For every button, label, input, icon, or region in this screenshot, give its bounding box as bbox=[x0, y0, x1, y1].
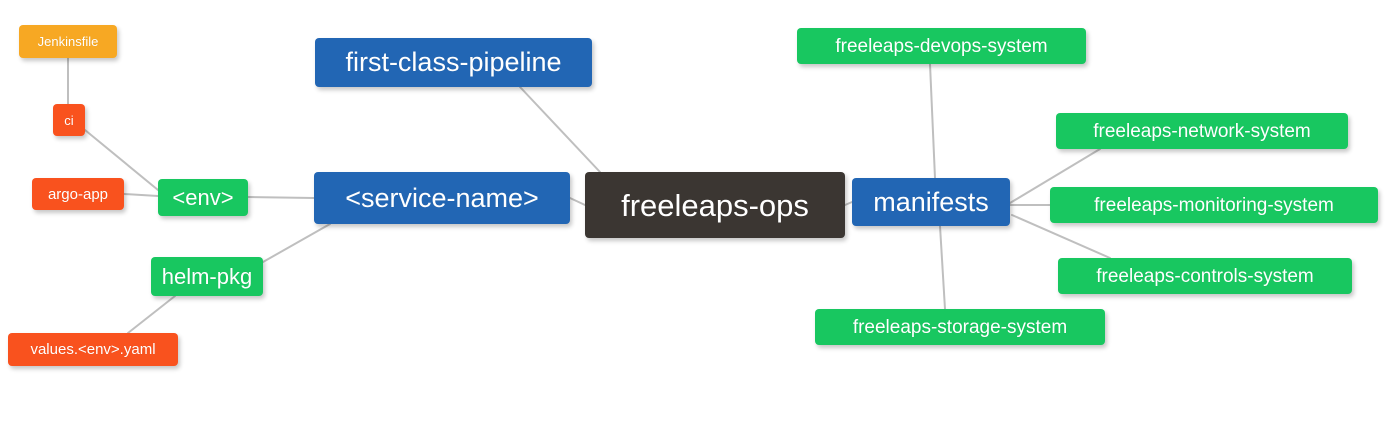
node-first-class-pipeline[interactable]: first-class-pipeline bbox=[315, 38, 592, 87]
node-values-env-yaml[interactable]: values.<env>.yaml bbox=[8, 333, 178, 366]
node-label-freeleaps-storage-system: freeleaps-storage-system bbox=[852, 316, 1068, 338]
node-label-service-name: <service-name> bbox=[345, 182, 539, 213]
edge-manifests-to-freeleaps-devops-system bbox=[929, 63, 936, 179]
node-freeleaps-monitoring-system[interactable]: freeleaps-monitoring-system bbox=[1050, 187, 1378, 223]
edge-root-to-service-name bbox=[569, 197, 586, 206]
node-argo-app[interactable]: argo-app bbox=[32, 178, 124, 210]
node-service-name[interactable]: <service-name> bbox=[314, 172, 570, 224]
node-label-argo-app: argo-app bbox=[47, 185, 109, 203]
node-ci[interactable]: ci bbox=[53, 104, 85, 136]
node-jenkinsfile[interactable]: Jenkinsfile bbox=[19, 25, 117, 58]
edge-helm-pkg-to-values-env-yaml bbox=[127, 295, 176, 334]
node-label-values-env-yaml: values.<env>.yaml bbox=[30, 341, 156, 358]
node-label-jenkinsfile: Jenkinsfile bbox=[37, 34, 99, 49]
edge-root-to-manifests bbox=[844, 201, 853, 206]
node-freeleaps-storage-system[interactable]: freeleaps-storage-system bbox=[815, 309, 1105, 345]
node-freeleaps-network-system[interactable]: freeleaps-network-system bbox=[1056, 113, 1348, 149]
node-helm-pkg[interactable]: helm-pkg bbox=[151, 257, 263, 296]
node-freeleaps-devops-system[interactable]: freeleaps-devops-system bbox=[797, 28, 1086, 64]
node-label-helm-pkg: helm-pkg bbox=[161, 263, 253, 289]
edge-service-name-to-env bbox=[247, 196, 315, 199]
node-label-freeleaps-controls-system: freeleaps-controls-system bbox=[1096, 265, 1314, 287]
node-env[interactable]: <env> bbox=[158, 179, 248, 216]
node-freeleaps-controls-system[interactable]: freeleaps-controls-system bbox=[1058, 258, 1352, 294]
node-label-freeleaps-monitoring-system: freeleaps-monitoring-system bbox=[1094, 194, 1334, 216]
node-label-ci: ci bbox=[64, 112, 74, 128]
node-label-env: <env> bbox=[172, 184, 234, 210]
edge-root-to-first-class-pipeline bbox=[519, 86, 601, 173]
node-label-root: freeleaps-ops bbox=[621, 187, 809, 223]
node-label-freeleaps-devops-system: freeleaps-devops-system bbox=[835, 35, 1048, 57]
node-label-first-class-pipeline: first-class-pipeline bbox=[345, 47, 562, 77]
node-manifests[interactable]: manifests bbox=[852, 178, 1010, 226]
edge-env-to-argo-app bbox=[123, 193, 159, 197]
node-label-freeleaps-network-system: freeleaps-network-system bbox=[1093, 120, 1311, 142]
node-root[interactable]: freeleaps-ops bbox=[585, 172, 845, 238]
node-label-manifests: manifests bbox=[873, 186, 989, 217]
edge-service-name-to-helm-pkg bbox=[262, 223, 331, 263]
edge-manifests-to-freeleaps-storage-system bbox=[939, 225, 946, 310]
